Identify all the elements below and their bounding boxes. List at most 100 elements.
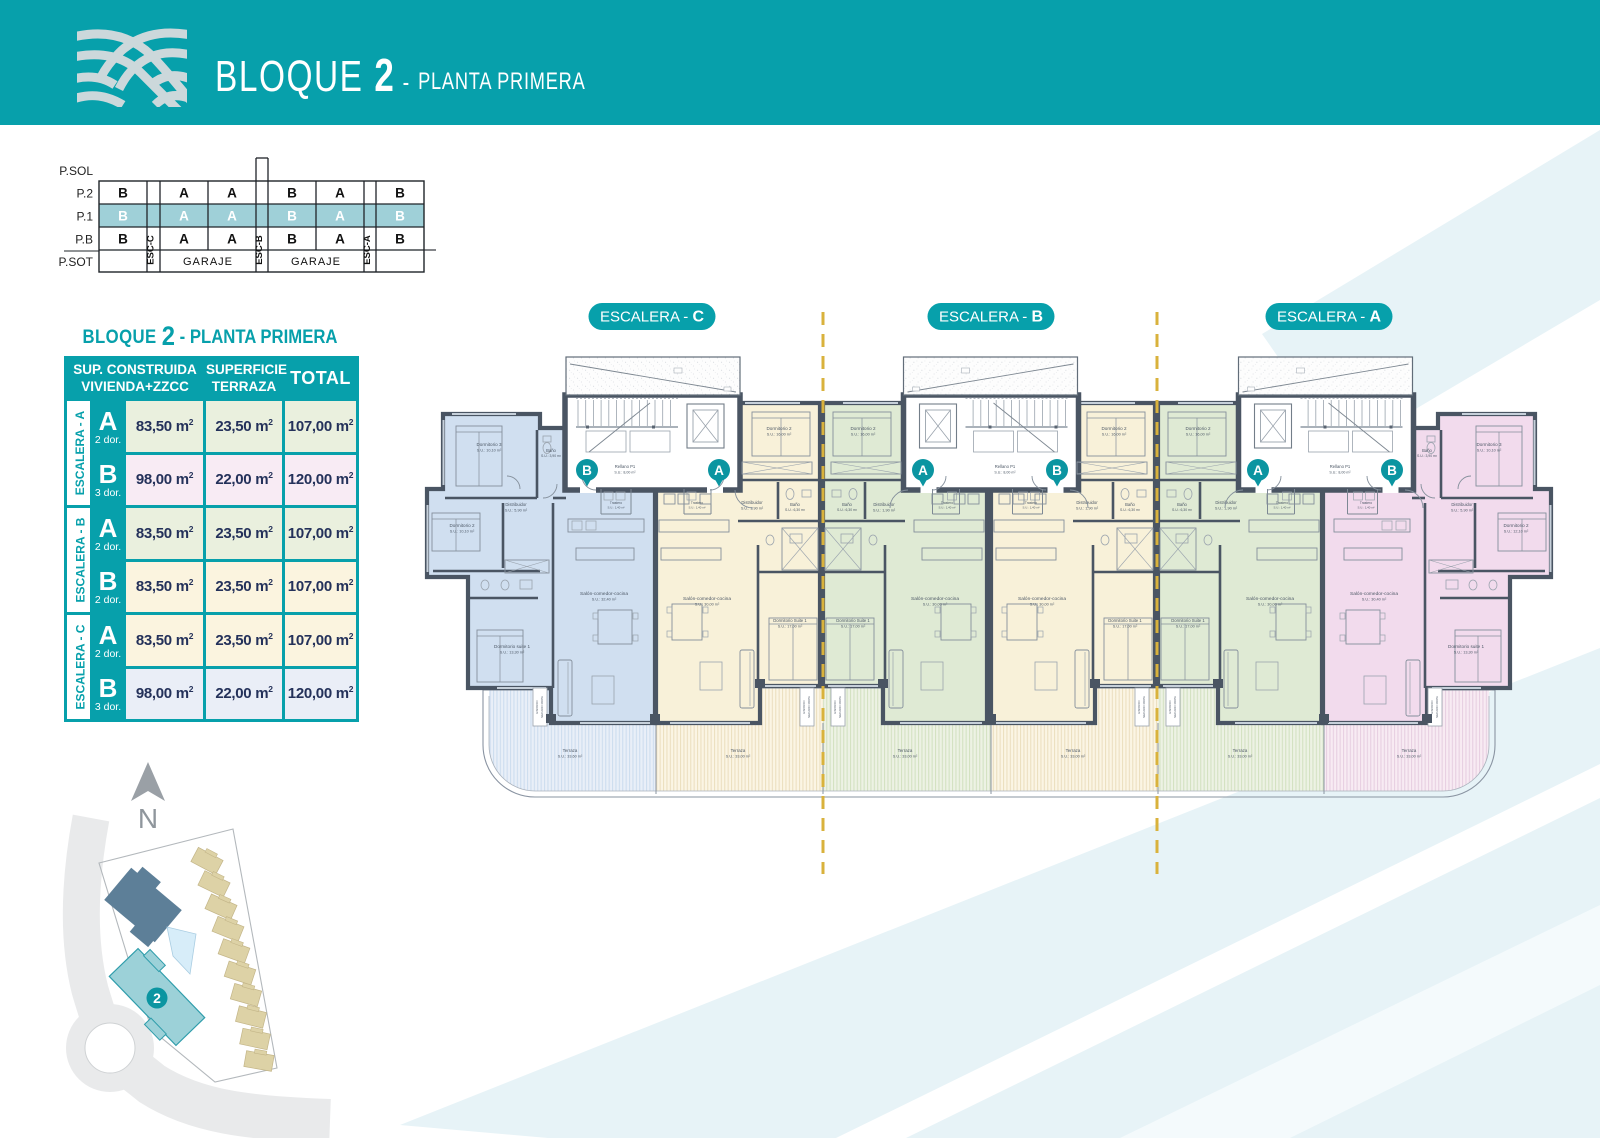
svg-text:Salón-comedor-cocina: Salón-comedor-cocina <box>1018 596 1066 602</box>
svg-text:Salón-comedor-cocina: Salón-comedor-cocina <box>911 596 959 602</box>
svg-text:S.U.: 6,30 m²: S.U.: 6,30 m² <box>1172 508 1193 512</box>
svg-text:S.U.: 16,00 m²: S.U.: 16,00 m² <box>851 433 876 437</box>
svg-text:S.U.: 6,30 m²: S.U.: 6,30 m² <box>785 508 806 512</box>
svg-text:S.U.: 16,00 m²: S.U.: 16,00 m² <box>1102 433 1127 437</box>
svg-text:S.U.: 17,00 m²: S.U.: 17,00 m² <box>778 625 803 629</box>
svg-text:Trastero: Trastero <box>691 501 703 505</box>
svg-text:A: A <box>227 232 237 247</box>
svg-text:Dormitorio 3: Dormitorio 3 <box>1476 442 1501 447</box>
svg-text:Baño: Baño <box>1422 448 1432 453</box>
svg-text:SECADO ROPA: SECADO ROPA <box>1142 696 1146 718</box>
svg-text:Trastero: Trastero <box>941 501 953 505</box>
svg-text:Distribuidor: Distribuidor <box>1215 500 1237 505</box>
svg-text:S.U.: 33,00 m²: S.U.: 33,00 m² <box>1397 755 1422 759</box>
svg-text:Baño: Baño <box>546 448 556 453</box>
svg-text:S.U.: 12,10 m²: S.U.: 12,10 m² <box>1504 530 1529 534</box>
svg-text:B: B <box>287 232 297 247</box>
svg-text:S.U.: 33,60 m²: S.U.: 33,60 m² <box>558 755 583 759</box>
svg-text:ESCALERA - B: ESCALERA - B <box>939 309 1043 326</box>
svg-text:Dormitorio 2: Dormitorio 2 <box>1185 426 1210 431</box>
svg-text:A: A <box>335 186 345 201</box>
svg-text:Rellano P1: Rellano P1 <box>995 464 1016 469</box>
svg-text:A: A <box>179 232 189 247</box>
svg-text:Terraza: Terraza <box>1066 748 1081 753</box>
svg-text:A: A <box>1253 463 1263 478</box>
svg-text:P.2: P.2 <box>77 187 94 201</box>
svg-text:Trastero: Trastero <box>1276 501 1288 505</box>
svg-text:B: B <box>287 186 297 201</box>
svg-text:S.U.: 33,00 m²: S.U.: 33,00 m² <box>726 755 751 759</box>
svg-text:Dormitorio suite 1: Dormitorio suite 1 <box>494 644 530 649</box>
svg-text:Salón-comedor-cocina: Salón-comedor-cocina <box>580 591 628 597</box>
svg-text:Trastero: Trastero <box>1025 501 1037 505</box>
svg-text:Distribuidor: Distribuidor <box>1451 502 1473 507</box>
svg-text:ESCALERA - A: ESCALERA - A <box>1277 309 1382 326</box>
svg-text:Dormitorio Suite 1: Dormitorio Suite 1 <box>1108 618 1142 623</box>
svg-text:Trastero: Trastero <box>610 501 622 505</box>
svg-text:Dormitorio 2: Dormitorio 2 <box>766 426 791 431</box>
svg-text:Dormitorio 2: Dormitorio 2 <box>1503 523 1528 528</box>
svg-text:B: B <box>395 209 405 224</box>
svg-text:S.U.: 10,10 m²: S.U.: 10,10 m² <box>477 449 502 453</box>
svg-text:P.1: P.1 <box>77 210 94 224</box>
svg-text:ESC-A: ESC-A <box>362 235 373 265</box>
svg-text:S.U.: 1,40 m²: S.U.: 1,40 m² <box>1273 506 1290 510</box>
svg-text:S.U.: 10,10 m²: S.U.: 10,10 m² <box>1477 449 1502 453</box>
svg-text:S.U.: 30,40 m²: S.U.: 30,40 m² <box>1362 598 1387 602</box>
svg-text:ESPACIO: ESPACIO <box>833 700 837 714</box>
svg-text:S.U.: 32,40 m²: S.U.: 32,40 m² <box>592 598 617 602</box>
svg-text:S.U.: 33,00 m²: S.U.: 33,00 m² <box>893 755 918 759</box>
svg-text:S.U.: 17,00 m²: S.U.: 17,00 m² <box>841 625 866 629</box>
svg-text:S.U.: 8,00 m²: S.U.: 8,00 m² <box>994 471 1016 475</box>
svg-text:ESC-C: ESC-C <box>146 235 157 265</box>
svg-text:Salón-comedor-cocina: Salón-comedor-cocina <box>1246 596 1294 602</box>
svg-text:Trastero: Trastero <box>1360 501 1372 505</box>
svg-text:P.SOL: P.SOL <box>59 164 93 178</box>
svg-text:S.U.: 1,40 m²: S.U.: 1,40 m² <box>1357 506 1374 510</box>
svg-text:Dormitorio suite 1: Dormitorio suite 1 <box>1448 644 1484 649</box>
svg-text:SECADO ROPA: SECADO ROPA <box>1435 696 1439 718</box>
svg-text:S.U.: 33,00 m²: S.U.: 33,00 m² <box>1228 755 1253 759</box>
svg-text:SECADO ROPA: SECADO ROPA <box>540 696 544 718</box>
svg-text:A: A <box>179 186 189 201</box>
svg-text:S.U.: 1,40 m²: S.U.: 1,40 m² <box>1022 506 1039 510</box>
svg-text:Rellano P1: Rellano P1 <box>1330 464 1351 469</box>
svg-text:B: B <box>118 232 128 247</box>
svg-text:A: A <box>714 463 724 478</box>
svg-text:S.U.: 1,90 m²: S.U.: 1,90 m² <box>741 507 764 511</box>
svg-text:S.U.: 30,00 m²: S.U.: 30,00 m² <box>923 603 948 607</box>
svg-text:Baño: Baño <box>1177 502 1187 507</box>
svg-text:Terraza: Terraza <box>1233 748 1248 753</box>
svg-text:S.U.: 1,90 m²: S.U.: 1,90 m² <box>1076 507 1099 511</box>
svg-text:Terraza: Terraza <box>731 748 746 753</box>
svg-text:P.B: P.B <box>75 233 93 247</box>
svg-text:S.U.: 8,00 m²: S.U.: 8,00 m² <box>1329 471 1351 475</box>
svg-text:S.U.: 5,90 m²: S.U.: 5,90 m² <box>1451 509 1474 513</box>
svg-text:S.U.: 16,00 m²: S.U.: 16,00 m² <box>1186 433 1211 437</box>
svg-text:B: B <box>118 209 128 224</box>
svg-text:B: B <box>1387 463 1397 478</box>
svg-text:S.U.: 6,30 m²: S.U.: 6,30 m² <box>837 508 858 512</box>
svg-text:Salón-comedor-cocina: Salón-comedor-cocina <box>1350 591 1398 597</box>
svg-text:S.U.: 10,10 m²: S.U.: 10,10 m² <box>450 530 475 534</box>
svg-text:Dormitorio Suite 1: Dormitorio Suite 1 <box>1171 618 1205 623</box>
svg-text:B: B <box>118 186 128 201</box>
svg-text:A: A <box>335 232 345 247</box>
svg-text:Baño: Baño <box>842 502 852 507</box>
svg-text:N: N <box>138 803 158 834</box>
svg-text:S.U.: 13,30 m²: S.U.: 13,30 m² <box>1454 651 1479 655</box>
svg-text:S.U.: 1,40 m²: S.U.: 1,40 m² <box>938 506 955 510</box>
svg-text:S.U.: 6,30 m²: S.U.: 6,30 m² <box>1120 508 1141 512</box>
svg-text:S.U.: 5,90 m²: S.U.: 5,90 m² <box>505 509 528 513</box>
svg-text:A: A <box>227 186 237 201</box>
svg-text:Dormitorio Suite 1: Dormitorio Suite 1 <box>836 618 870 623</box>
svg-text:GARAJE: GARAJE <box>291 256 341 268</box>
svg-text:Baño: Baño <box>1125 502 1135 507</box>
svg-text:2: 2 <box>153 990 161 1006</box>
svg-text:S.U.: 17,00 m²: S.U.: 17,00 m² <box>1176 625 1201 629</box>
svg-text:Terraza: Terraza <box>563 748 578 753</box>
svg-text:Dormitorio Suite 1: Dormitorio Suite 1 <box>773 618 807 623</box>
svg-text:S.U.: 30,00 m²: S.U.: 30,00 m² <box>695 603 720 607</box>
svg-text:Rellano P1: Rellano P1 <box>615 464 636 469</box>
svg-text:Terraza: Terraza <box>898 748 913 753</box>
